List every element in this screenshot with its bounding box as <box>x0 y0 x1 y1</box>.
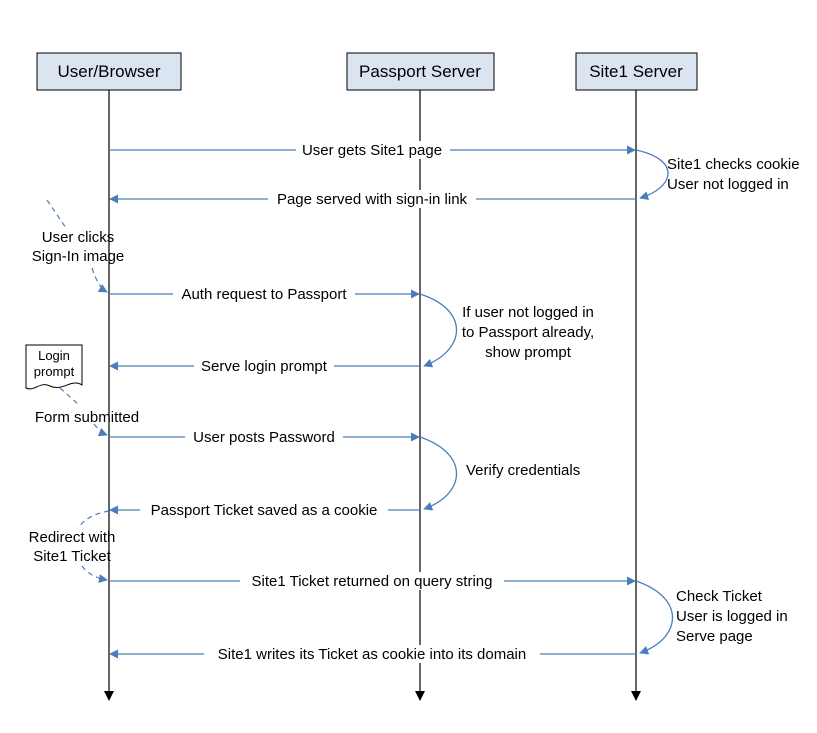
message-8-label: Site1 writes its Ticket as cookie into i… <box>218 646 526 663</box>
dashed-connector-user-clicks-top <box>46 199 67 229</box>
message-7-label: Site1 Ticket returned on query string <box>252 573 493 590</box>
participant-passport-label: Passport Server <box>359 62 481 81</box>
self-curve-site1-check-cookie <box>635 149 669 201</box>
message-6-label: Passport Ticket saved as a cookie <box>151 502 378 519</box>
note-user-clicks-line-2: Sign-In image <box>32 248 125 265</box>
message-3-label: Auth request to Passport <box>181 286 347 303</box>
dashed-connector-redirect <box>81 565 108 583</box>
note-user-clicks-line-1: User clicks <box>42 229 115 246</box>
note-site1-check-ticket: Check Ticket User is logged in Serve pag… <box>676 588 788 645</box>
message-8: Site1 writes its Ticket as cookie into i… <box>109 645 636 663</box>
note-redirect-line-2: Site1 Ticket <box>33 548 111 565</box>
note-site1-check-cookie-line-1: Site1 checks cookie <box>667 156 800 173</box>
note-passport-show-prompt-line-3: show prompt <box>485 344 572 361</box>
message-3: Auth request to Passport <box>109 285 420 303</box>
login-prompt-doc-line-1: Login <box>38 348 70 363</box>
message-1-label: User gets Site1 page <box>302 142 442 159</box>
note-site1-check-ticket-line-3: Serve page <box>676 628 753 645</box>
participant-user-label: User/Browser <box>58 62 161 81</box>
note-passport-show-prompt: If user not logged in to Passport alread… <box>462 304 594 361</box>
dashed-connector-redirect-top <box>77 510 110 529</box>
login-prompt-doc-line-2: prompt <box>34 364 75 379</box>
participant-passport: Passport Server <box>346 52 495 91</box>
self-curve-passport-prompt <box>419 293 458 368</box>
note-site1-check-ticket-line-1: Check Ticket <box>676 588 763 605</box>
dashed-connector-user-clicks <box>91 267 108 293</box>
participant-user: User/Browser <box>36 52 182 91</box>
message-4-label: Serve login prompt <box>201 358 328 375</box>
message-2: Page served with sign-in link <box>109 190 636 208</box>
login-prompt-document-icon: Login prompt <box>25 344 83 390</box>
message-6: Passport Ticket saved as a cookie <box>109 501 420 519</box>
note-redirect: Redirect with Site1 Ticket <box>29 529 116 565</box>
message-7: Site1 Ticket returned on query string <box>109 572 636 590</box>
note-passport-show-prompt-line-1: If user not logged in <box>462 304 594 321</box>
note-user-clicks: User clicks Sign-In image <box>32 229 125 265</box>
note-passport-verify-line-1: Verify credentials <box>466 462 580 479</box>
message-5: User posts Password <box>109 428 420 446</box>
message-4: Serve login prompt <box>109 357 420 375</box>
participant-site1-label: Site1 Server <box>589 62 683 81</box>
message-2-label: Page served with sign-in link <box>277 191 468 208</box>
dashed-connector-login-doc <box>59 387 79 405</box>
dashed-connector-form-submitted <box>93 423 108 437</box>
note-site1-check-cookie: Site1 checks cookie User not logged in <box>667 156 800 193</box>
note-form-submitted-line-1: Form submitted <box>35 409 139 426</box>
note-form-submitted: Form submitted <box>35 409 139 426</box>
note-site1-check-cookie-line-2: User not logged in <box>667 176 789 193</box>
participant-site1: Site1 Server <box>575 52 698 91</box>
note-passport-verify: Verify credentials <box>466 462 580 479</box>
message-5-label: User posts Password <box>193 429 335 446</box>
note-site1-check-ticket-line-2: User is logged in <box>676 608 788 625</box>
note-passport-show-prompt-line-2: to Passport already, <box>462 324 594 341</box>
note-redirect-line-1: Redirect with <box>29 529 116 546</box>
self-curve-site1-check-ticket <box>635 580 674 655</box>
self-curve-passport-verify <box>419 436 458 511</box>
message-1: User gets Site1 page <box>109 141 636 159</box>
